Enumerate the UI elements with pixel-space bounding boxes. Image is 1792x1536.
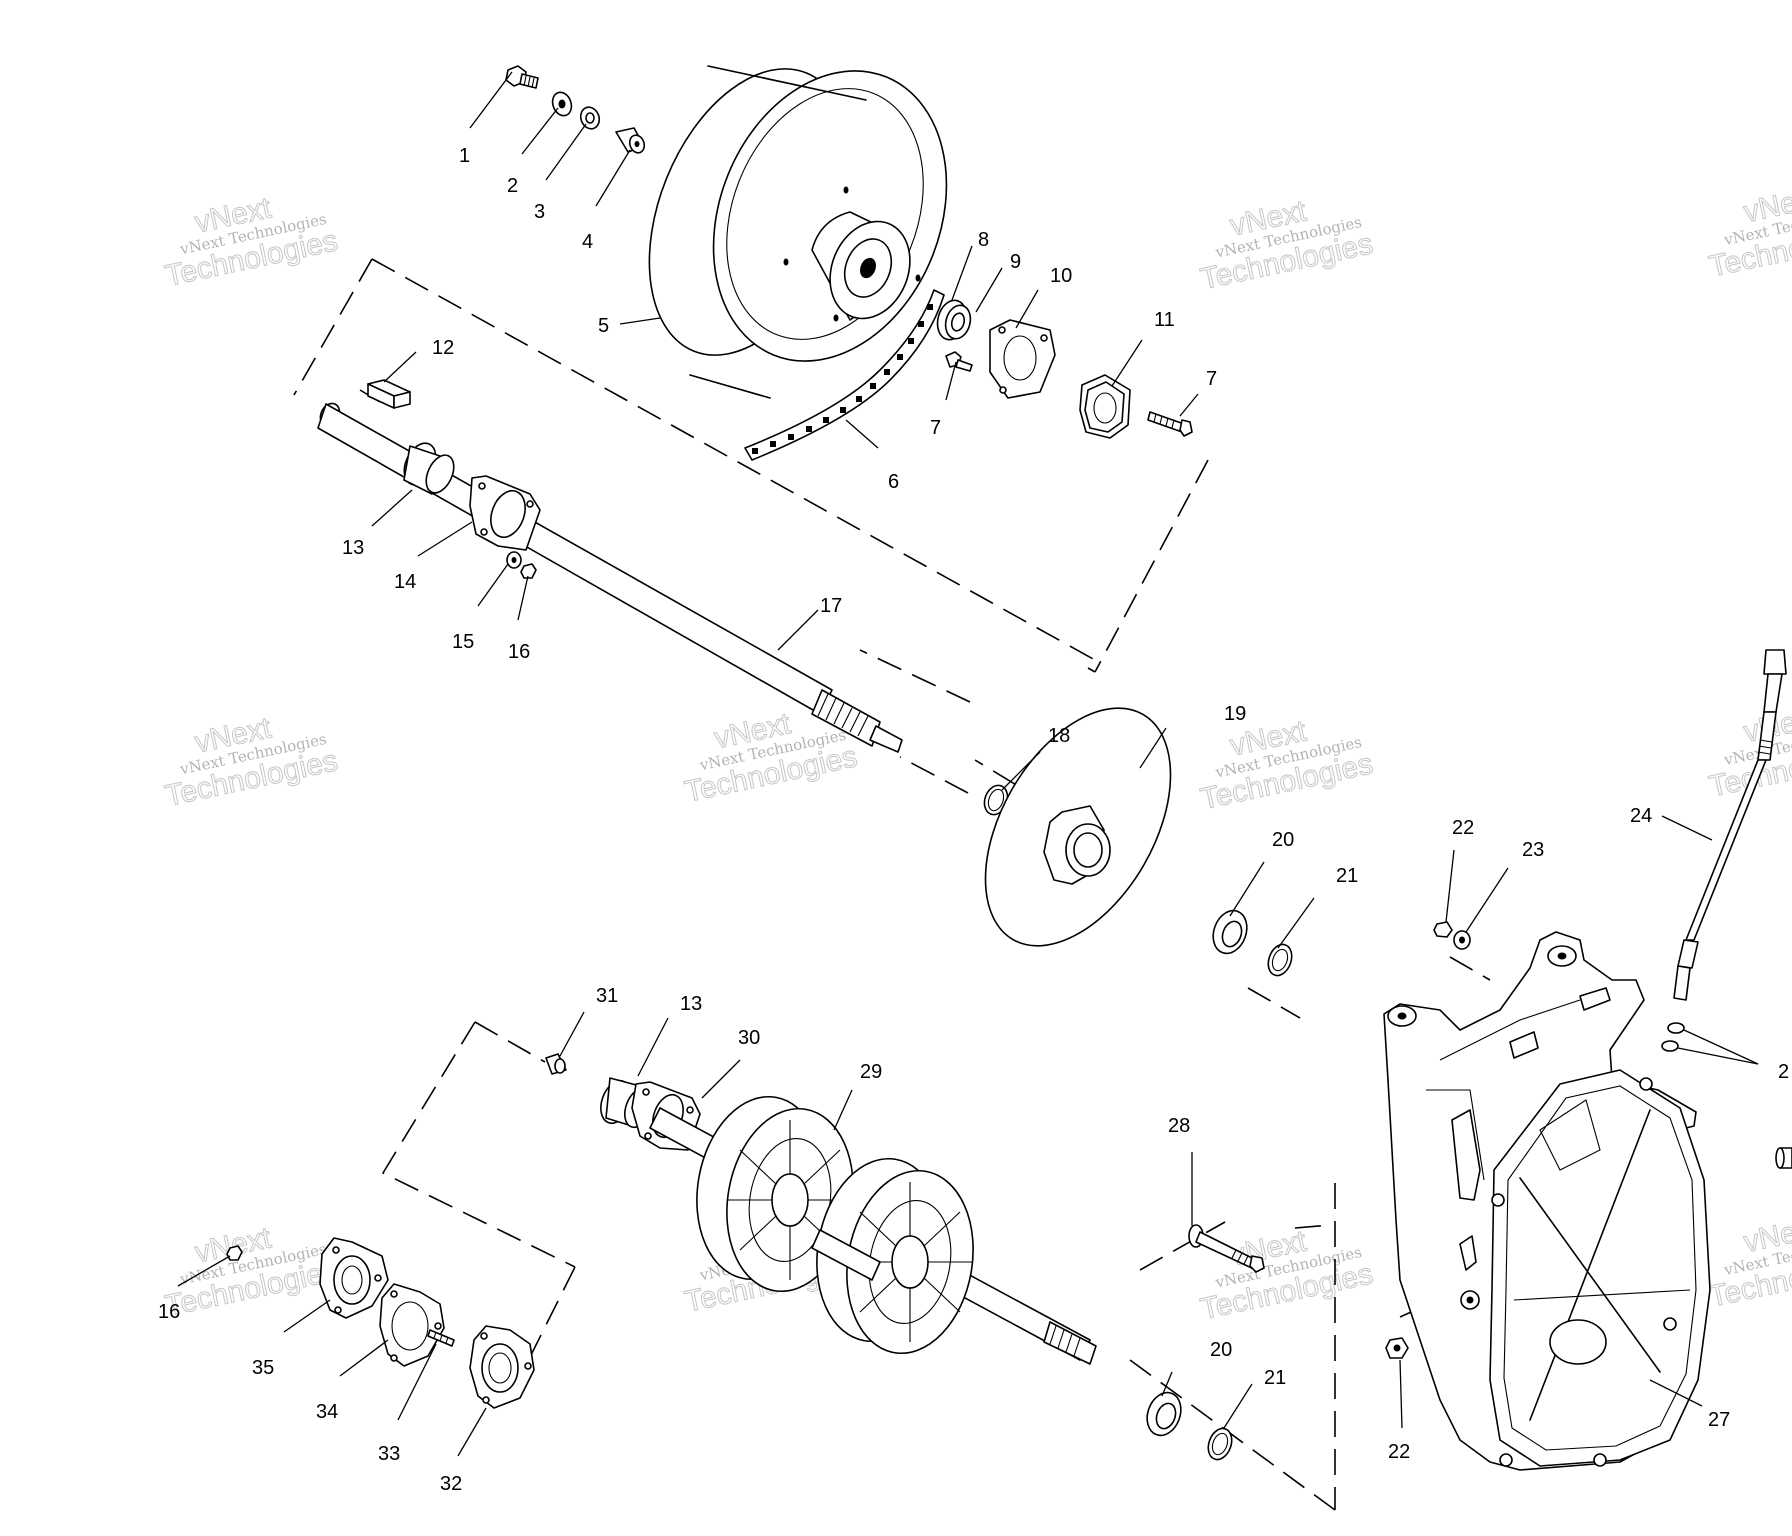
part-35-flange-plate (319, 1237, 389, 1319)
callout-28: 28 (1168, 1115, 1190, 1137)
part-23-washer (1453, 930, 1471, 950)
part-21-o-ring-lower (1207, 1427, 1233, 1461)
callout-27: 27 (1708, 1409, 1730, 1431)
watermark-5: vNext vNext Technologies Technologies (162, 711, 341, 814)
watermark-7: vNext vNext Technologies Technologies (1197, 714, 1376, 817)
callout-8: 8 (978, 229, 989, 251)
part-13-bearing-upper (403, 442, 455, 495)
callout-labels: 1 2 3 4 5 6 7 7 8 9 10 11 12 13 13 14 15… (158, 145, 1789, 1495)
callout-31: 31 (596, 985, 618, 1007)
callout-7-upper: 7 (1206, 368, 1217, 390)
callout-4: 4 (582, 231, 593, 253)
callout-16-lower: 16 (158, 1301, 180, 1323)
part-5-drive-pulley (648, 65, 948, 399)
callout-22-upper: 22 (1452, 817, 1474, 839)
chaincase-housing (1383, 931, 1711, 1471)
part-16-nut-upper (520, 563, 537, 579)
callout-11: 11 (1154, 309, 1175, 331)
part-18-snap-ring (983, 784, 1009, 816)
watermark-1: vNext vNext Technologies Technologies (162, 191, 341, 294)
callout-34: 34 (316, 1401, 338, 1423)
callout-19: 19 (1224, 703, 1246, 725)
callout-32: 32 (440, 1473, 462, 1495)
part-20-seal-upper (1212, 909, 1248, 955)
callout-10: 10 (1050, 265, 1072, 287)
callout-20-upper: 20 (1272, 829, 1294, 851)
callout-6: 6 (888, 471, 899, 493)
callout-5: 5 (598, 315, 609, 337)
watermark-3: vNext vNext Technologies Technologies (1197, 194, 1376, 297)
part-4-spacer (615, 127, 646, 154)
part-32-flange-plate (469, 1325, 535, 1409)
watermark-9: vNext vNext Technologies Technologies (162, 1221, 341, 1324)
callout-18: 18 (1048, 725, 1070, 747)
part-10-flange-plate (989, 319, 1056, 399)
callout-35: 35 (252, 1357, 274, 1379)
part-26-fitting-partial (1775, 1147, 1792, 1169)
part-19-brake-disc (984, 707, 1172, 947)
callout-12: 12 (432, 337, 454, 359)
watermark-4: vNext vNext Technologies Technologies (1706, 180, 1792, 284)
callout-22-lower: 22 (1388, 1441, 1410, 1463)
part-25-o-rings (1661, 1022, 1685, 1052)
part-14-bearing-flange (469, 475, 541, 551)
callout-14: 14 (394, 571, 416, 593)
callout-2: 2 (507, 175, 518, 197)
part-22-nut-lower (1385, 1337, 1409, 1359)
part-6-chain (744, 289, 945, 461)
part-1-bolt (505, 65, 539, 89)
callout-13-upper: 13 (342, 537, 364, 559)
part-7-bolt-upper (945, 351, 973, 372)
part-16-nut-lower (226, 1245, 243, 1261)
callout-25-partial: 2 (1778, 1061, 1789, 1083)
callout-29: 29 (860, 1061, 882, 1083)
part-21-o-ring-upper (1267, 943, 1293, 977)
part-33-pin (427, 1329, 455, 1347)
part-12-key (367, 379, 411, 409)
callout-21-upper: 21 (1336, 865, 1358, 887)
callout-7-lower: 7 (930, 417, 941, 439)
part-7-bolt-right (1147, 411, 1193, 437)
part-29-track-drive-shaft (649, 1095, 1097, 1365)
callout-23: 23 (1522, 839, 1544, 861)
callout-24: 24 (1630, 805, 1652, 827)
callout-9: 9 (1010, 251, 1021, 273)
watermark-8: vNext vNext Technologies Technologies (1706, 700, 1792, 804)
part-22-nut-upper (1433, 921, 1453, 938)
part-8-bearing (936, 299, 972, 341)
part-24-rod (1673, 649, 1787, 1001)
part-28-bolt (1188, 1224, 1265, 1273)
leader-lines (177, 71, 1759, 1457)
part-11-flange-plate (1079, 374, 1131, 439)
part-15-washer (506, 551, 522, 569)
watermark-11: vNext vNext Technologies Technologies (1197, 1224, 1376, 1327)
callout-20-lower: 20 (1210, 1339, 1232, 1361)
part-31-grease-fitting (545, 1053, 567, 1075)
callout-15: 15 (452, 631, 474, 653)
callout-21-lower: 21 (1264, 1367, 1286, 1389)
callout-13-lower: 13 (680, 993, 702, 1015)
callout-3: 3 (534, 201, 545, 223)
part-20-seal-lower (1146, 1391, 1182, 1437)
callout-33: 33 (378, 1443, 400, 1465)
part-34-gasket (379, 1283, 445, 1367)
callout-30: 30 (738, 1027, 760, 1049)
callout-1: 1 (459, 145, 470, 167)
watermark-12: vNext vNext Technologies Technologies (1706, 1210, 1792, 1314)
part-3-washer (579, 106, 601, 130)
callout-17: 17 (820, 595, 842, 617)
assembly-dashed-lines (293, 258, 1491, 1511)
callout-16-upper: 16 (508, 641, 530, 663)
